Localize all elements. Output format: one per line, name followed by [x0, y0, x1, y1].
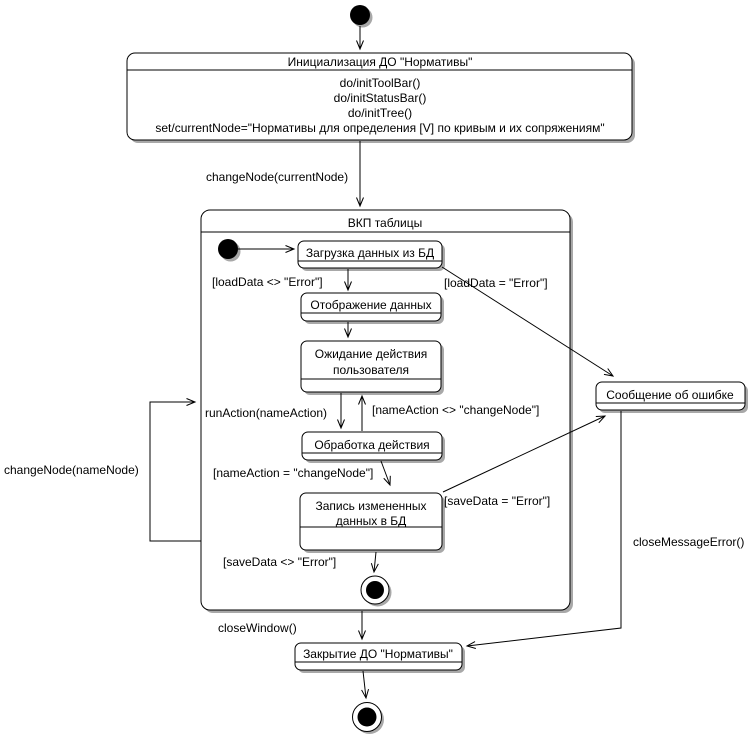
state-init-action-3: do/initTree(): [348, 106, 412, 120]
state-init-action-1: do/initToolBar(): [340, 76, 421, 90]
state-wait-title-line1: Ожидание действия: [315, 347, 428, 361]
state-load-title: Загрузка данных из БД: [306, 246, 434, 260]
state-save-data: Запись измененных данных в БД: [299, 492, 445, 553]
transition-name-action-ne-label: [nameAction <> "changeNode"]: [372, 403, 539, 417]
transition-close-window-label: closeWindow(): [218, 621, 297, 635]
initial-state-inner-dot: [218, 239, 238, 259]
state-vkp-box: [200, 209, 571, 611]
state-display-title: Отображение данных: [310, 298, 431, 312]
state-wait-title-line2: пользователя: [333, 363, 409, 377]
transition-name-action-eq: [380, 460, 391, 487]
state-error-message: Сообщение об ошибке: [595, 381, 748, 413]
transition-run-action-label: runAction(nameAction): [205, 406, 327, 420]
state-vkp-table: ВКП таблицы: [200, 209, 573, 613]
state-load-data: Загрузка данных из БД: [297, 240, 445, 271]
state-display-data: Отображение данных: [300, 292, 444, 324]
state-display-box: [300, 292, 442, 322]
state-init-action-2: do/initStatusBar(): [334, 91, 427, 105]
initial-state-top: [350, 5, 373, 28]
state-error-title: Сообщение об ошибке: [606, 388, 734, 402]
transition-save-error: [442, 415, 607, 493]
final-state-bottom: [352, 702, 384, 734]
state-save-title-line2: данных в БД: [336, 514, 407, 528]
transition-changeNode-currentNode-label: changeNode(currentNode): [206, 170, 348, 184]
transition-load-ok-label: [loadData <> "Error"]: [212, 275, 323, 289]
transition-close-to-final: [361, 670, 370, 700]
transition-save-error-label: [saveData = "Error"]: [444, 494, 550, 508]
state-init-title: Инициализация ДО "Нормативы": [288, 55, 473, 69]
transition-save-ok-label: [saveData <> "Error"]: [223, 555, 336, 569]
state-close-box: [294, 642, 463, 671]
state-close-title: Закрытие ДО "Нормативы": [303, 647, 453, 661]
transition-load-error: [441, 266, 615, 377]
state-init-normativy: Инициализация ДО "Нормативы" do/initTool…: [126, 52, 635, 143]
state-init-action-4: set/currentNode="Нормативы для определен…: [155, 121, 604, 135]
state-vkp-title: ВКП таблицы: [348, 216, 423, 230]
state-wait-user: Ожидание действия пользователя: [300, 340, 444, 395]
state-process-title: Обработка действия: [314, 438, 429, 452]
transition-close-message-error: [465, 411, 622, 649]
initial-state-inner: [218, 239, 241, 262]
state-save-title-line1: Запись измененных: [315, 499, 426, 513]
state-process-action: Обработка действия: [301, 431, 445, 463]
initial-state-dot: [350, 5, 370, 25]
transition-close-message-error-label: closeMessageError(): [633, 535, 744, 549]
transition-save-ok: [370, 551, 379, 574]
transition-name-action-eq-label: [nameAction = "changeNode"]: [213, 466, 373, 480]
state-init-box: [126, 52, 633, 141]
transition-load-error-label: [loadData = "Error"]: [444, 276, 548, 290]
state-save-box: [299, 492, 443, 551]
final-state-inner: [360, 575, 392, 607]
final-state-inner-dot: [366, 581, 384, 599]
state-close-do: Закрытие ДО "Нормативы": [294, 642, 465, 673]
final-state-bottom-dot: [357, 707, 377, 727]
transition-change-node-name-label: changeNode(nameNode): [4, 463, 139, 477]
transition-change-node-name: [149, 398, 201, 542]
